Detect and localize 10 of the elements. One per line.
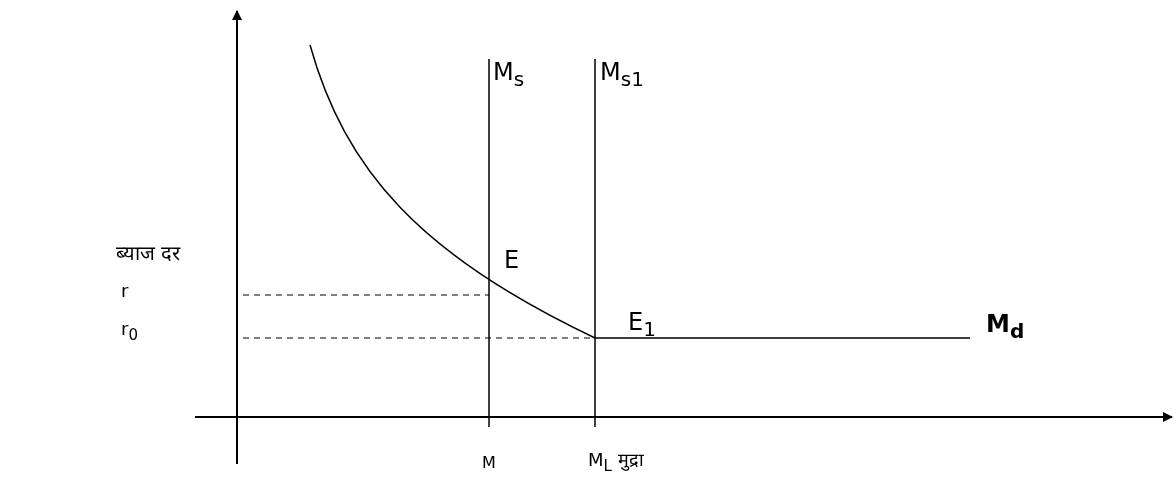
tick-label: M xyxy=(482,455,496,471)
curve-label: M$_{s1}$ xyxy=(600,60,644,89)
axis-label: M$_{L}$ मुद्रा xyxy=(588,451,644,474)
curve-label: M$_{s}$ xyxy=(493,60,525,89)
point-label: E xyxy=(504,248,520,272)
point-label: E$_{1}$ xyxy=(628,310,656,339)
curve-label: M$_{d}$ xyxy=(986,312,1025,341)
tick-label: r$_{0}$ xyxy=(121,320,138,343)
tick-label: r xyxy=(121,282,129,300)
axis-label: ब्याज दर xyxy=(116,243,181,263)
